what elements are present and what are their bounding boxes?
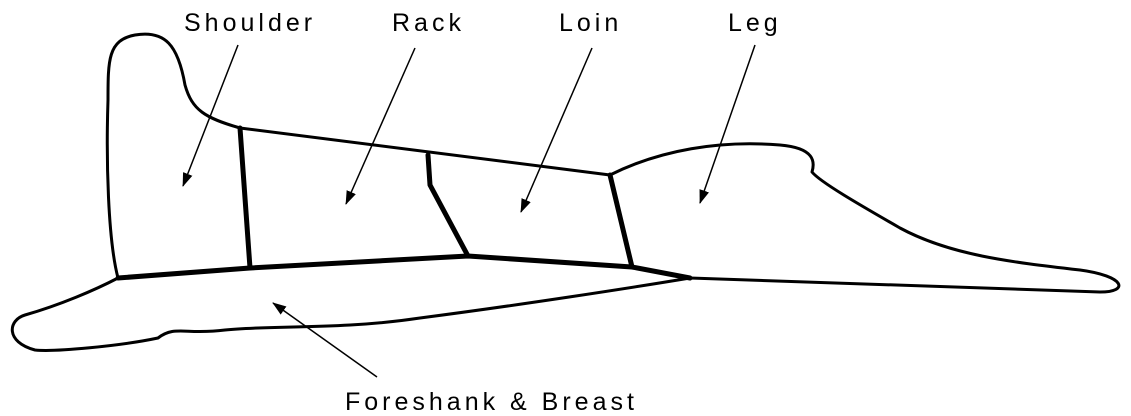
label-foreshank-breast: Foreshank & Breast <box>345 388 638 416</box>
belly-cut-line <box>118 256 690 278</box>
shoulder-arrow <box>183 45 238 186</box>
carcass-outline <box>12 34 1119 350</box>
foreshank-breast-arrow <box>273 303 377 377</box>
leg-arrow <box>700 45 755 203</box>
shoulder-rack-cut-line <box>240 128 250 268</box>
rack-loin-cut-line <box>428 155 468 256</box>
loin-arrow <box>521 48 592 212</box>
label-loin: Loin <box>559 9 622 37</box>
label-rack: Rack <box>392 9 465 37</box>
loin-leg-cut-line <box>610 175 632 267</box>
label-leg: Leg <box>728 9 782 37</box>
rack-arrow <box>346 48 415 204</box>
label-shoulder: Shoulder <box>184 9 316 37</box>
